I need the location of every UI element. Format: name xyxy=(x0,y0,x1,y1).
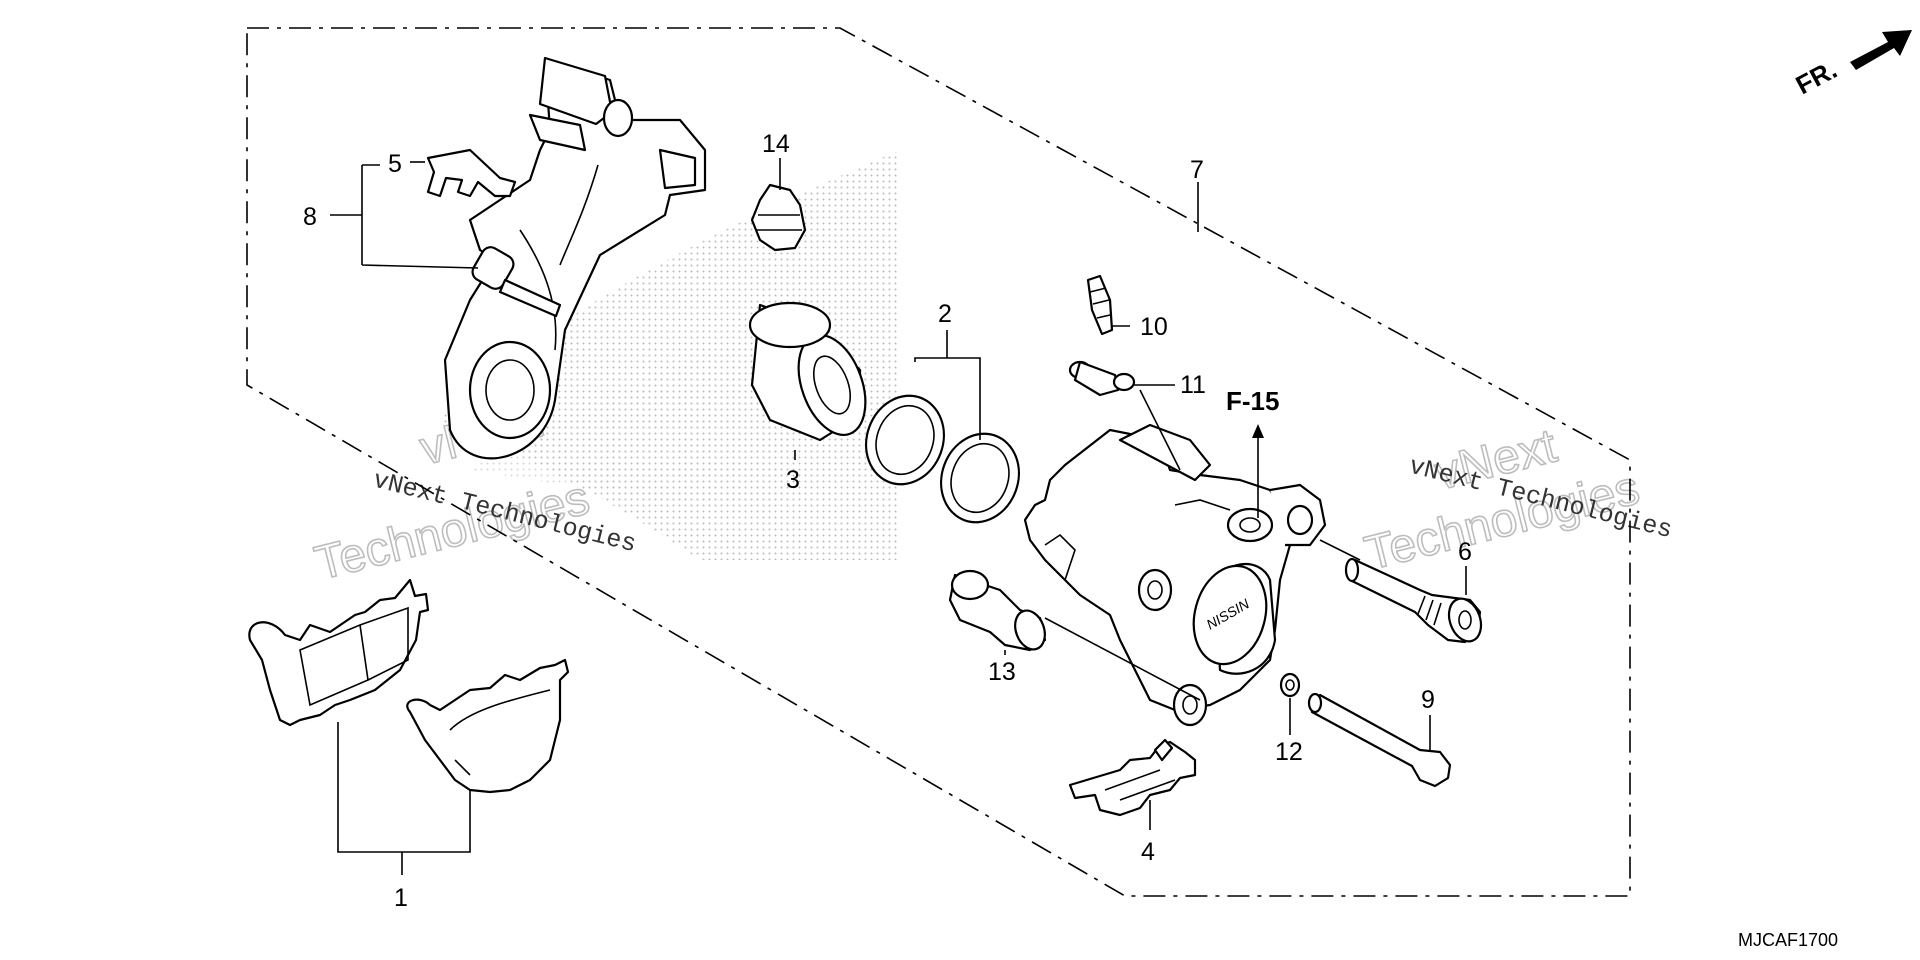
callout-9: 9 xyxy=(1421,686,1435,714)
dust-seal xyxy=(940,432,1020,524)
callout-1: 1 xyxy=(394,884,408,912)
pad-pin xyxy=(1344,557,1483,644)
front-label: FR. xyxy=(1791,54,1842,100)
callout-3: 3 xyxy=(786,466,800,494)
bleed-cap xyxy=(1068,360,1136,397)
callout-12: 12 xyxy=(1275,738,1303,766)
bracket-pin xyxy=(471,246,562,318)
slide-pin xyxy=(948,569,1047,652)
diagram-code: MJCAF1700 xyxy=(1738,930,1838,950)
piston xyxy=(748,301,867,442)
callout-10: 10 xyxy=(1140,313,1168,341)
callout-13: 13 xyxy=(988,658,1016,686)
background-wing-logo xyxy=(440,150,900,560)
watermark-right: vNext Technologies vNext Technologies xyxy=(1359,419,1675,582)
callout-4: 4 xyxy=(1141,838,1155,866)
caliper-body: NISSIN xyxy=(1023,423,1327,727)
leader-lines xyxy=(330,158,1467,875)
dust-boot xyxy=(750,183,807,252)
brake-pad-front xyxy=(406,658,570,794)
front-arrow-icon xyxy=(1850,30,1912,70)
front-direction-indicator: FR. xyxy=(1791,30,1912,100)
washer xyxy=(1279,672,1301,698)
callout-labels: 1 2 3 4 5 6 7 8 9 10 11 12 13 14 xyxy=(303,130,1472,912)
assembly-boundary xyxy=(246,27,1631,897)
callout-6: 6 xyxy=(1458,538,1472,566)
callout-5: 5 xyxy=(388,150,402,178)
caliper-bracket xyxy=(443,56,707,460)
pin-bolt xyxy=(1307,692,1452,788)
piston-seal xyxy=(865,394,945,486)
callout-14: 14 xyxy=(762,130,790,158)
caliper-pad-spring xyxy=(1068,738,1197,817)
bleed-screw xyxy=(1086,274,1114,336)
pad-spring xyxy=(426,148,517,198)
reference-label: F-15 xyxy=(1226,386,1279,416)
callout-8: 8 xyxy=(303,203,317,231)
callout-11: 11 xyxy=(1180,371,1206,399)
callout-7: 7 xyxy=(1190,156,1204,184)
f15-arrow-head xyxy=(1252,424,1264,438)
brake-pad-rear xyxy=(248,578,430,727)
callout-2: 2 xyxy=(938,300,952,328)
